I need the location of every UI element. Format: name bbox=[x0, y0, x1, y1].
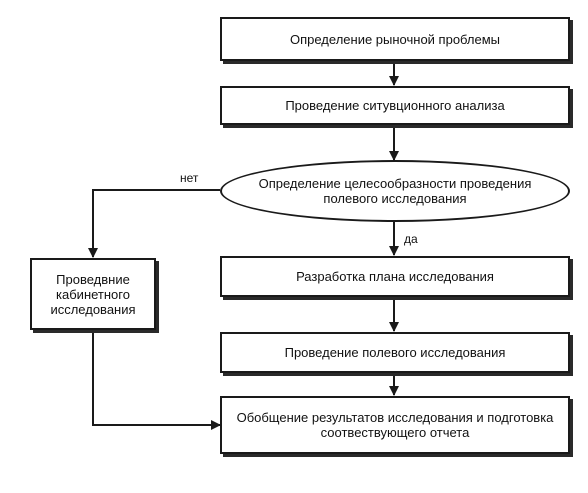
node-market-problem: Определение рыночной проблемы bbox=[220, 17, 570, 61]
node-desk-research: Проведвние кабинетного исследования bbox=[30, 258, 156, 330]
node-summary-report-label: Обобщение результатов исследования и под… bbox=[236, 410, 554, 440]
node-market-problem-label: Определение рыночной проблемы bbox=[289, 31, 501, 47]
node-situation-analysis-label: Проведение ситувционного анализа bbox=[285, 98, 505, 113]
node-situation-analysis: Проведение ситувционного анализа bbox=[220, 86, 570, 125]
node-feasibility-decision: Определение целесообразности проведения … bbox=[220, 160, 570, 222]
edge-label-no: нет bbox=[180, 171, 199, 185]
node-summary-report: Обобщение результатов исследования и под… bbox=[220, 396, 570, 454]
node-field-research: Проведение полевого исследования bbox=[220, 332, 570, 373]
node-research-plan: Разработка плана исследования bbox=[220, 256, 570, 297]
node-research-plan-label: Разработка плана исследования bbox=[296, 269, 494, 284]
node-feasibility-label: Определение целесообразности проведения … bbox=[258, 176, 532, 206]
edge-label-yes: да bbox=[404, 232, 418, 246]
node-desk-research-label: Проведвние кабинетного исследования bbox=[50, 271, 136, 317]
arrow-desk-to-summary bbox=[92, 330, 221, 430]
arrow-feasibility-to-desk bbox=[88, 189, 220, 258]
node-field-research-label: Проведение полевого исследования bbox=[284, 345, 506, 360]
